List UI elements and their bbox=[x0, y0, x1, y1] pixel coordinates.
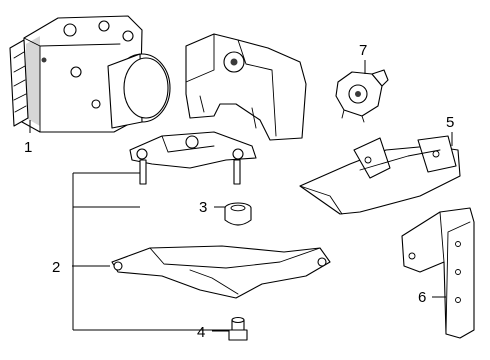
abs-modulator-unit bbox=[9, 15, 171, 133]
grommet bbox=[224, 202, 252, 226]
callout-5: 5 bbox=[446, 114, 454, 131]
isolator-plate bbox=[129, 131, 257, 185]
callout-1: 1 bbox=[24, 139, 32, 156]
lower-bracket bbox=[111, 245, 331, 299]
bracket bbox=[299, 135, 461, 215]
callout-7: 7 bbox=[359, 42, 367, 59]
callout-2: 2 bbox=[52, 259, 60, 276]
callout-3: 3 bbox=[199, 199, 207, 216]
vertical-bracket bbox=[401, 207, 475, 339]
leader-lines bbox=[29, 60, 453, 332]
modulator-mounting-bracket bbox=[185, 33, 307, 141]
callout-4: 4 bbox=[197, 324, 205, 341]
sensor bbox=[335, 69, 389, 123]
bolt bbox=[228, 316, 248, 341]
callout-6: 6 bbox=[418, 289, 426, 306]
